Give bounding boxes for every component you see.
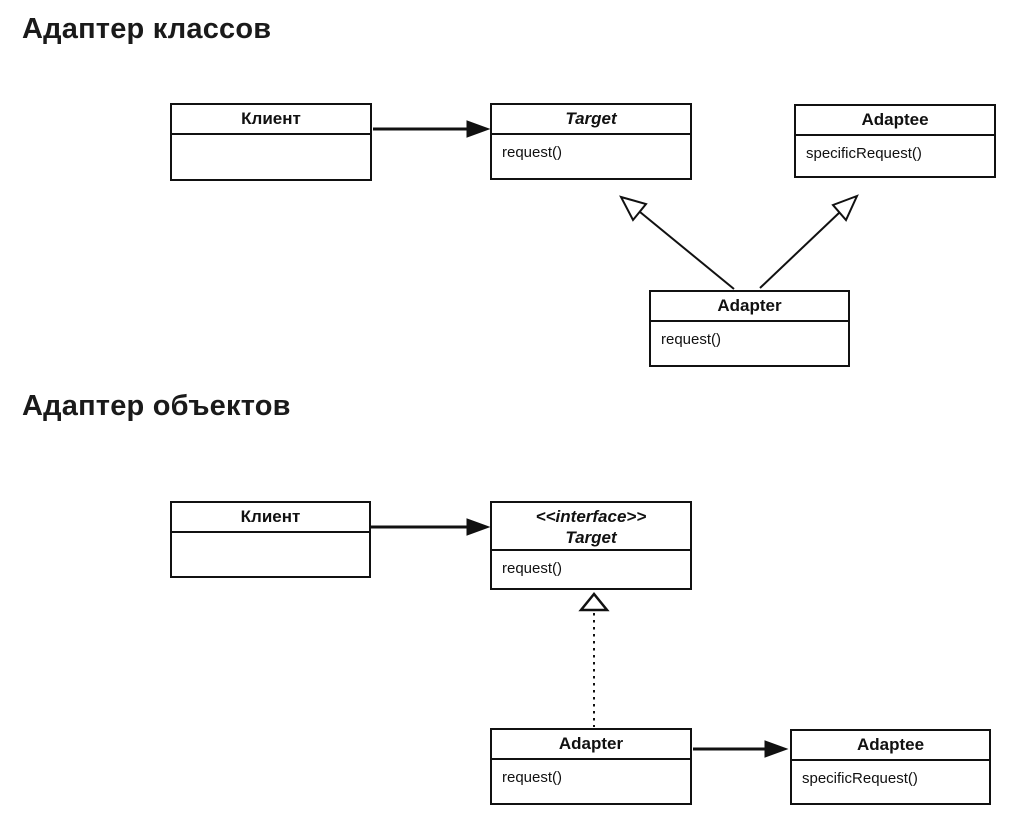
class-title: Adaptee: [792, 731, 989, 761]
class-title: Adapter: [492, 730, 690, 760]
class-box-client-1: Клиент: [170, 103, 372, 181]
class-box-adapter-1: Adapter request(): [649, 290, 850, 367]
filled-arrowhead-icon: [466, 120, 491, 138]
class-title: Клиент: [172, 503, 369, 533]
class-box-adaptee-1: Adaptee specificRequest(): [794, 104, 996, 178]
class-method: specificRequest(): [802, 770, 918, 787]
class-method: request(): [502, 144, 563, 161]
class-box-target-1: Target request(): [490, 103, 692, 180]
class-box-adapter-2: Adapter request(): [490, 728, 692, 805]
interface-name: Target: [565, 528, 617, 547]
class-body-empty: [172, 533, 369, 542]
class-method: request(): [502, 769, 563, 786]
class-body-empty: [172, 135, 370, 144]
section-title-object-adapter: Адаптер объектов: [22, 390, 291, 422]
section-title-class-adapter: Адаптер классов: [22, 13, 272, 45]
filled-arrowhead-icon: [466, 518, 491, 536]
generalization-line: [639, 211, 735, 290]
stereotype-label: <<interface>>: [535, 507, 647, 526]
class-box-client-2: Клиент: [170, 501, 371, 578]
hollow-triangle-arrowhead-icon: [578, 592, 610, 612]
class-box-adaptee-2: Adaptee specificRequest(): [790, 729, 991, 805]
class-method: specificRequest(): [806, 145, 922, 162]
hollow-triangle-arrowhead-icon: [831, 194, 859, 222]
class-title: Target: [492, 105, 690, 135]
class-method: request(): [661, 331, 722, 348]
generalization-line: [759, 211, 841, 289]
class-title: <<interface>> Target: [492, 503, 690, 551]
class-title: Adapter: [651, 292, 848, 322]
class-method: request(): [502, 560, 563, 577]
filled-arrowhead-icon: [764, 740, 789, 758]
class-title: Клиент: [172, 105, 370, 135]
hollow-triangle-arrowhead-icon: [619, 195, 648, 222]
interface-box-target-2: <<interface>> Target request(): [490, 501, 692, 590]
class-title: Adaptee: [796, 106, 994, 136]
